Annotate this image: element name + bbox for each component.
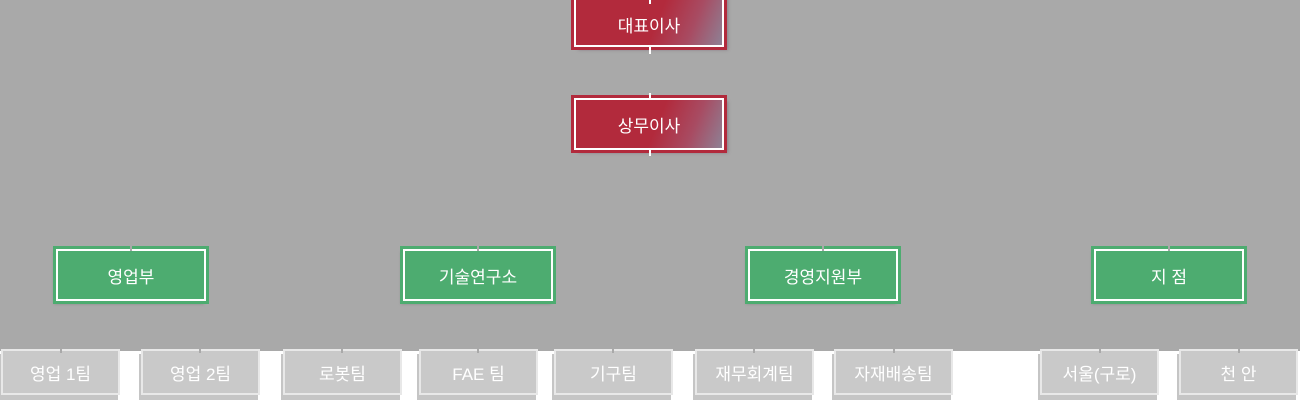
org-node-dept-branches[interactable]: 지 점 bbox=[1091, 246, 1247, 304]
connector-stub bbox=[893, 345, 895, 353]
org-node-team-seoul-guro[interactable]: 서울(구로) bbox=[1040, 349, 1159, 395]
org-node-label: 서울(구로) bbox=[1062, 364, 1137, 384]
connector-stub bbox=[649, 93, 651, 100]
connector-stub bbox=[649, 0, 651, 4]
org-node-label: 지 점 bbox=[1150, 267, 1187, 287]
connector-stub bbox=[341, 345, 343, 353]
org-node-team-robot[interactable]: 로봇팀 bbox=[283, 349, 402, 395]
org-node-team-sales-2[interactable]: 영업 2팀 bbox=[141, 349, 260, 395]
connector-stub bbox=[477, 245, 479, 251]
org-node-dept-management-support[interactable]: 경영지원부 bbox=[745, 246, 901, 304]
org-node-team-mechanism[interactable]: 기구팀 bbox=[554, 349, 673, 395]
org-node-label: 기구팀 bbox=[590, 364, 637, 384]
org-node-label: FAE 팀 bbox=[452, 364, 505, 384]
org-node-label: 대표이사 bbox=[617, 17, 681, 36]
org-node-team-cheonan[interactable]: 천 안 bbox=[1179, 349, 1298, 395]
org-node-team-material-delivery[interactable]: 자재배송팀 bbox=[834, 349, 953, 395]
org-node-label: 상무이사 bbox=[617, 116, 681, 136]
connector-stub bbox=[753, 345, 755, 353]
org-node-label: 재무회계팀 bbox=[715, 364, 794, 384]
org-node-label: 영업부 bbox=[107, 267, 155, 287]
connector-stub bbox=[822, 245, 824, 251]
connector-stub bbox=[649, 148, 651, 156]
org-node-label: 천 안 bbox=[1220, 364, 1257, 384]
connector-stub bbox=[649, 45, 651, 54]
org-node-label: 자재배송팀 bbox=[854, 364, 933, 384]
org-node-label: 경영지원부 bbox=[783, 267, 863, 287]
org-node-ceo[interactable]: 대표이사 bbox=[571, 0, 727, 50]
connector-stub bbox=[612, 345, 614, 353]
org-node-label: 로봇팀 bbox=[319, 364, 366, 384]
org-node-team-fae[interactable]: FAE 팀 bbox=[419, 349, 538, 395]
org-node-team-sales-1[interactable]: 영업 1팀 bbox=[1, 349, 120, 395]
org-node-label: 영업 1팀 bbox=[29, 364, 92, 384]
org-node-team-finance-accounting[interactable]: 재무회계팀 bbox=[695, 349, 814, 395]
org-node-dept-sales[interactable]: 영업부 bbox=[53, 246, 209, 304]
connector-stub bbox=[1099, 345, 1101, 353]
connector-stub bbox=[477, 345, 479, 353]
connector-stub bbox=[1168, 245, 1170, 251]
connector-stub bbox=[199, 345, 201, 353]
org-node-label: 영업 2팀 bbox=[169, 364, 232, 384]
org-node-label: 기술연구소 bbox=[438, 267, 518, 287]
chart-background bbox=[0, 0, 1300, 351]
org-node-dept-rnd-institute[interactable]: 기술연구소 bbox=[400, 246, 556, 304]
connector-stub bbox=[130, 245, 132, 251]
connector-stub bbox=[60, 345, 62, 353]
org-node-managing-director[interactable]: 상무이사 bbox=[571, 95, 727, 153]
connector-stub bbox=[1238, 345, 1240, 353]
